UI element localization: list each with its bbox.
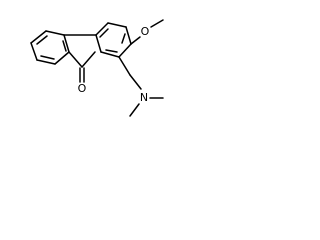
bond <box>30 42 38 61</box>
methoxy-oxygen-label: O <box>141 25 150 38</box>
bond <box>30 30 47 44</box>
inner-double-bond <box>99 28 109 38</box>
inner-double-bond <box>62 40 67 52</box>
inner-double-bond <box>121 33 126 44</box>
bond <box>129 74 142 90</box>
bond <box>45 30 65 36</box>
bond <box>130 36 141 45</box>
bond <box>68 51 83 68</box>
bond <box>100 51 120 58</box>
chemical-structure-drawing: O O N <box>30 19 164 117</box>
dimethylaminomethyl-group: N <box>118 56 164 117</box>
bond <box>125 26 132 45</box>
bond <box>95 22 109 36</box>
inner-double-bond <box>105 49 118 53</box>
bond <box>36 59 56 65</box>
left-benzene-ring <box>30 30 70 65</box>
right-benzene-ring <box>95 22 132 58</box>
ketone-group: O <box>78 67 87 95</box>
bond <box>81 51 96 68</box>
bond <box>54 51 70 65</box>
bond <box>107 22 127 28</box>
methoxy-group: O <box>130 19 164 45</box>
bond <box>118 56 131 76</box>
bond <box>150 19 164 28</box>
bond <box>118 43 132 58</box>
bond <box>95 34 102 53</box>
bond <box>129 103 140 117</box>
ketone-oxygen-label: O <box>78 82 87 95</box>
bond <box>63 34 70 53</box>
inner-double-bond <box>40 55 55 60</box>
inner-double-bond <box>36 35 48 45</box>
five-membered-ring <box>63 34 97 68</box>
nitrogen-label: N <box>140 91 148 104</box>
